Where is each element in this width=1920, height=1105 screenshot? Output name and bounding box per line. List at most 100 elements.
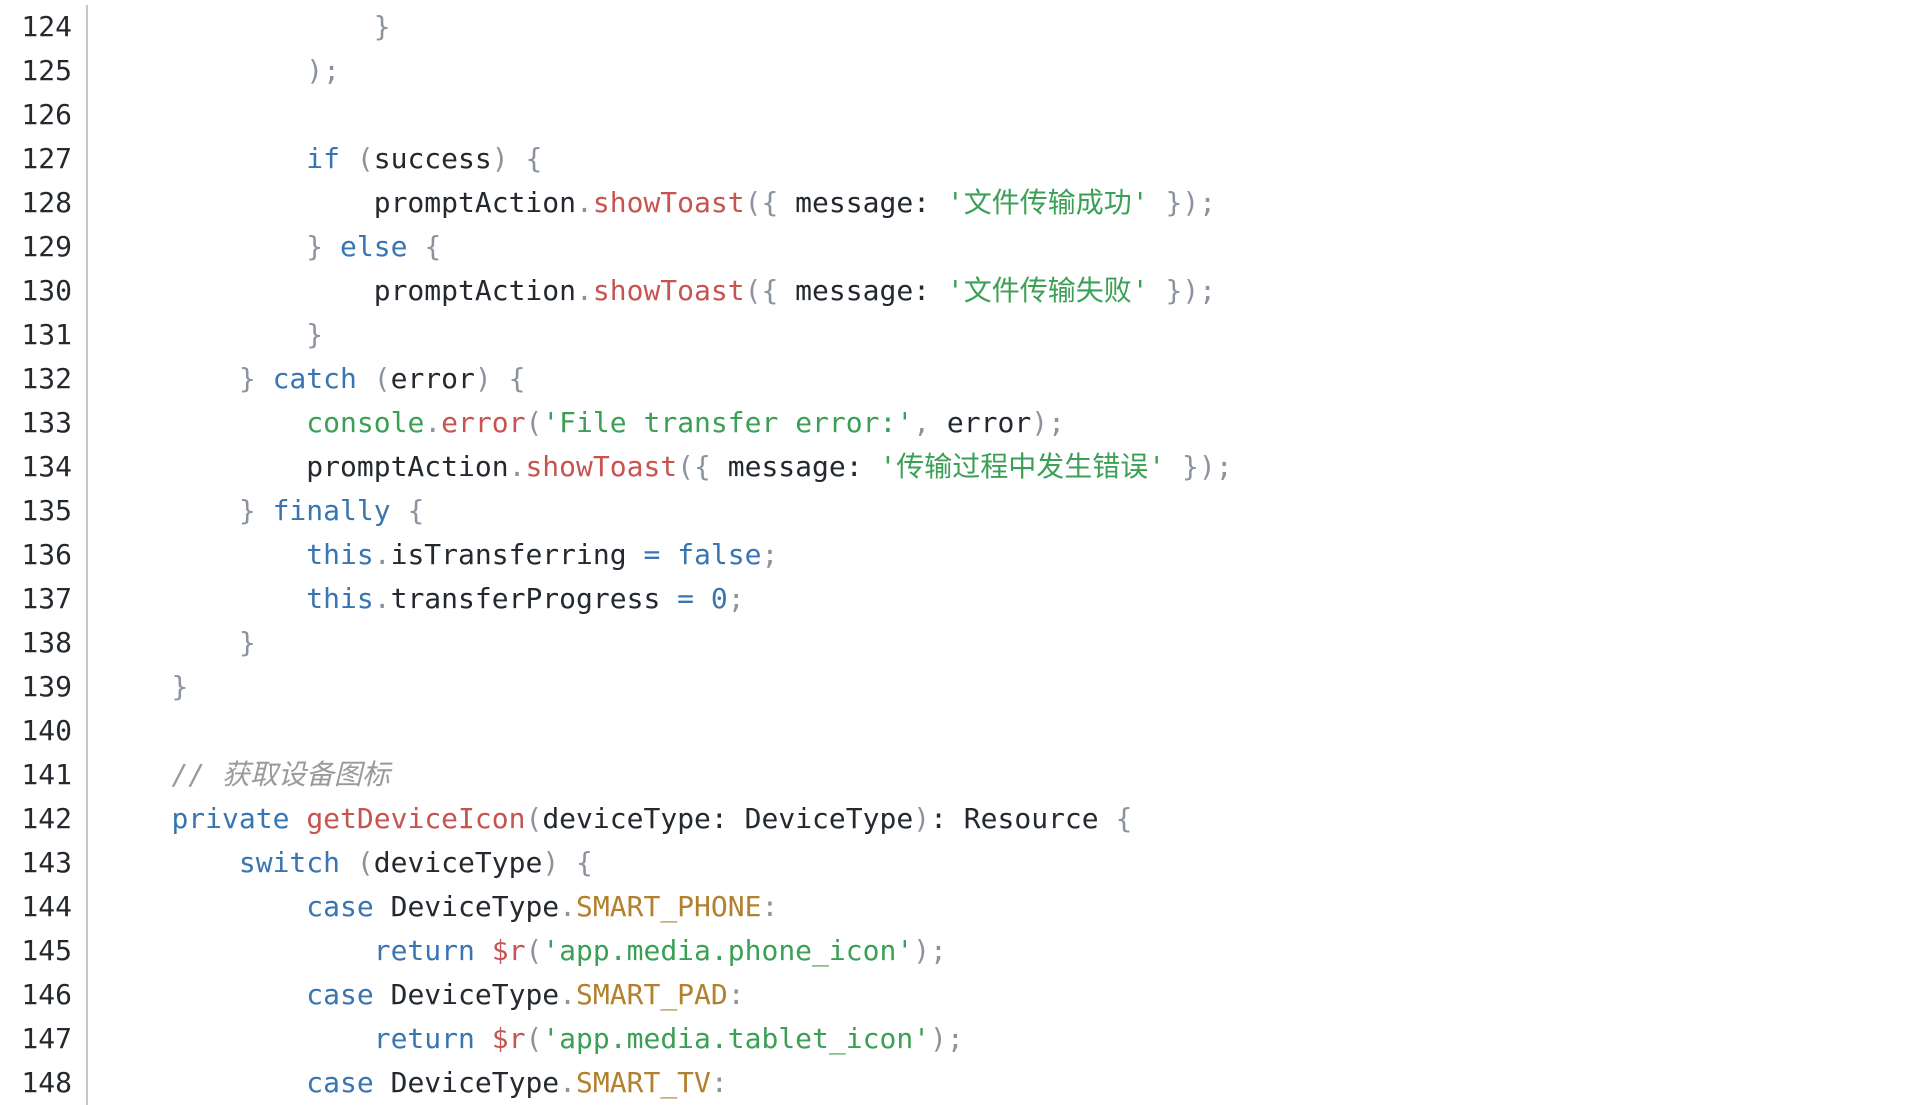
line-number[interactable]: 143 <box>0 841 88 885</box>
code-token-pln <box>256 362 273 395</box>
line-number[interactable]: 129 <box>0 225 88 269</box>
code-line[interactable]: 134 promptAction.showToast({ message: '传… <box>0 445 1920 489</box>
code-token-fn: showToast <box>592 186 745 219</box>
code-line[interactable]: 124 } <box>0 5 1920 49</box>
line-number[interactable]: 141 <box>0 753 88 797</box>
code-line[interactable]: 128 promptAction.showToast({ message: '文… <box>0 181 1920 225</box>
line-number[interactable]: 131 <box>0 313 88 357</box>
code-token-pln <box>104 846 239 879</box>
code-line[interactable]: 129 } else { <box>0 225 1920 269</box>
code-token-pln <box>104 54 306 87</box>
line-number[interactable]: 142 <box>0 797 88 841</box>
code-text[interactable]: return $r('app.media.tablet_icon'); <box>88 1017 1920 1061</box>
code-line[interactable]: 132 } catch (error) { <box>0 357 1920 401</box>
code-text[interactable]: } <box>88 621 1920 665</box>
code-token-pun: ); <box>306 54 341 87</box>
code-token-pun: . <box>373 538 391 571</box>
code-text[interactable] <box>88 93 1920 137</box>
code-text[interactable]: } else { <box>88 225 1920 269</box>
code-text[interactable]: if (success) { <box>88 137 1920 181</box>
line-number[interactable]: 147 <box>0 1017 88 1061</box>
code-text[interactable]: private getDeviceIcon(deviceType: Device… <box>88 797 1920 841</box>
code-line[interactable]: 127 if (success) { <box>0 137 1920 181</box>
code-line[interactable]: 144 case DeviceType.SMART_PHONE: <box>0 885 1920 929</box>
line-number[interactable]: 140 <box>0 709 88 753</box>
code-text[interactable]: promptAction.showToast({ message: '传输过程中… <box>88 445 1920 489</box>
code-text[interactable]: this.transferProgress = 0; <box>88 577 1920 621</box>
code-text[interactable] <box>88 709 1920 753</box>
code-line[interactable]: 141 // 获取设备图标 <box>0 753 1920 797</box>
code-token-pln: message: <box>778 186 947 219</box>
code-text[interactable]: promptAction.showToast({ message: '文件传输失… <box>88 269 1920 313</box>
code-line[interactable]: 130 promptAction.showToast({ message: '文… <box>0 269 1920 313</box>
code-token-pln: deviceType <box>373 846 543 879</box>
line-number[interactable]: 127 <box>0 137 88 181</box>
code-text[interactable]: } <box>88 665 1920 709</box>
code-line[interactable]: 133 console.error('File transfer error:'… <box>0 401 1920 445</box>
line-number[interactable]: 144 <box>0 885 88 929</box>
code-line[interactable]: 142 private getDeviceIcon(deviceType: De… <box>0 797 1920 841</box>
line-number[interactable]: 130 <box>0 269 88 313</box>
code-text[interactable]: this.isTransferring = false; <box>88 533 1920 577</box>
code-line[interactable]: 135 } finally { <box>0 489 1920 533</box>
code-token-pun: . <box>424 406 442 439</box>
line-number[interactable]: 125 <box>0 49 88 93</box>
code-line[interactable]: 137 this.transferProgress = 0; <box>0 577 1920 621</box>
code-text[interactable]: ); <box>88 49 1920 93</box>
code-line[interactable]: 147 return $r('app.media.tablet_icon'); <box>0 1017 1920 1061</box>
code-line[interactable]: 148 case DeviceType.SMART_TV: <box>0 1061 1920 1105</box>
code-text[interactable]: } finally { <box>88 489 1920 533</box>
line-number[interactable]: 134 <box>0 445 88 489</box>
code-line[interactable]: 143 switch (deviceType) { <box>0 841 1920 885</box>
code-line[interactable]: 136 this.isTransferring = false; <box>0 533 1920 577</box>
code-line[interactable]: 140 <box>0 709 1920 753</box>
code-text[interactable]: } <box>88 5 1920 49</box>
code-text[interactable]: case DeviceType.SMART_PAD: <box>88 973 1920 1017</box>
code-token-pln <box>559 846 576 879</box>
line-number[interactable]: 145 <box>0 929 88 973</box>
code-text[interactable]: return $r('app.media.phone_icon'); <box>88 929 1920 973</box>
code-text[interactable]: case DeviceType.SMART_TV: <box>88 1061 1920 1105</box>
line-number[interactable]: 138 <box>0 621 88 665</box>
code-token-pun: ) <box>542 846 560 879</box>
code-line[interactable]: 139 } <box>0 665 1920 709</box>
line-number[interactable]: 139 <box>0 665 88 709</box>
code-token-fn: $r <box>491 934 526 967</box>
code-line[interactable]: 138 } <box>0 621 1920 665</box>
code-line[interactable]: 131 } <box>0 313 1920 357</box>
code-text[interactable]: // 获取设备图标 <box>88 753 1920 797</box>
line-number[interactable]: 132 <box>0 357 88 401</box>
code-token-pun: ) <box>913 802 931 835</box>
code-token-pun: } <box>171 670 189 703</box>
code-text[interactable]: } catch (error) { <box>88 357 1920 401</box>
code-token-pln <box>323 230 340 263</box>
line-number[interactable]: 146 <box>0 973 88 1017</box>
code-text[interactable]: console.error('File transfer error:', er… <box>88 401 1920 445</box>
code-line[interactable]: 125 ); <box>0 49 1920 93</box>
code-text[interactable]: case DeviceType.SMART_PHONE: <box>88 885 1920 929</box>
line-number[interactable]: 133 <box>0 401 88 445</box>
code-text[interactable]: } <box>88 313 1920 357</box>
code-text[interactable]: switch (deviceType) { <box>88 841 1920 885</box>
line-number[interactable]: 137 <box>0 577 88 621</box>
code-line[interactable]: 126 <box>0 93 1920 137</box>
code-line[interactable]: 146 case DeviceType.SMART_PAD: <box>0 973 1920 1017</box>
line-number[interactable]: 126 <box>0 93 88 137</box>
code-token-kw: switch <box>238 846 341 879</box>
code-text[interactable]: promptAction.showToast({ message: '文件传输成… <box>88 181 1920 225</box>
code-token-pln <box>104 978 306 1011</box>
code-token-pln: error <box>930 406 1032 439</box>
line-number[interactable]: 124 <box>0 5 88 49</box>
code-token-pun: . <box>559 1066 577 1099</box>
code-token-pln <box>104 230 306 263</box>
line-number[interactable]: 136 <box>0 533 88 577</box>
code-token-pun: }); <box>1165 274 1217 307</box>
line-number[interactable]: 128 <box>0 181 88 225</box>
code-token-pun: }); <box>1182 450 1233 483</box>
line-number[interactable]: 135 <box>0 489 88 533</box>
line-number[interactable]: 148 <box>0 1061 88 1105</box>
code-line[interactable]: 145 return $r('app.media.phone_icon'); <box>0 929 1920 973</box>
code-token-pun: ); <box>913 934 947 967</box>
